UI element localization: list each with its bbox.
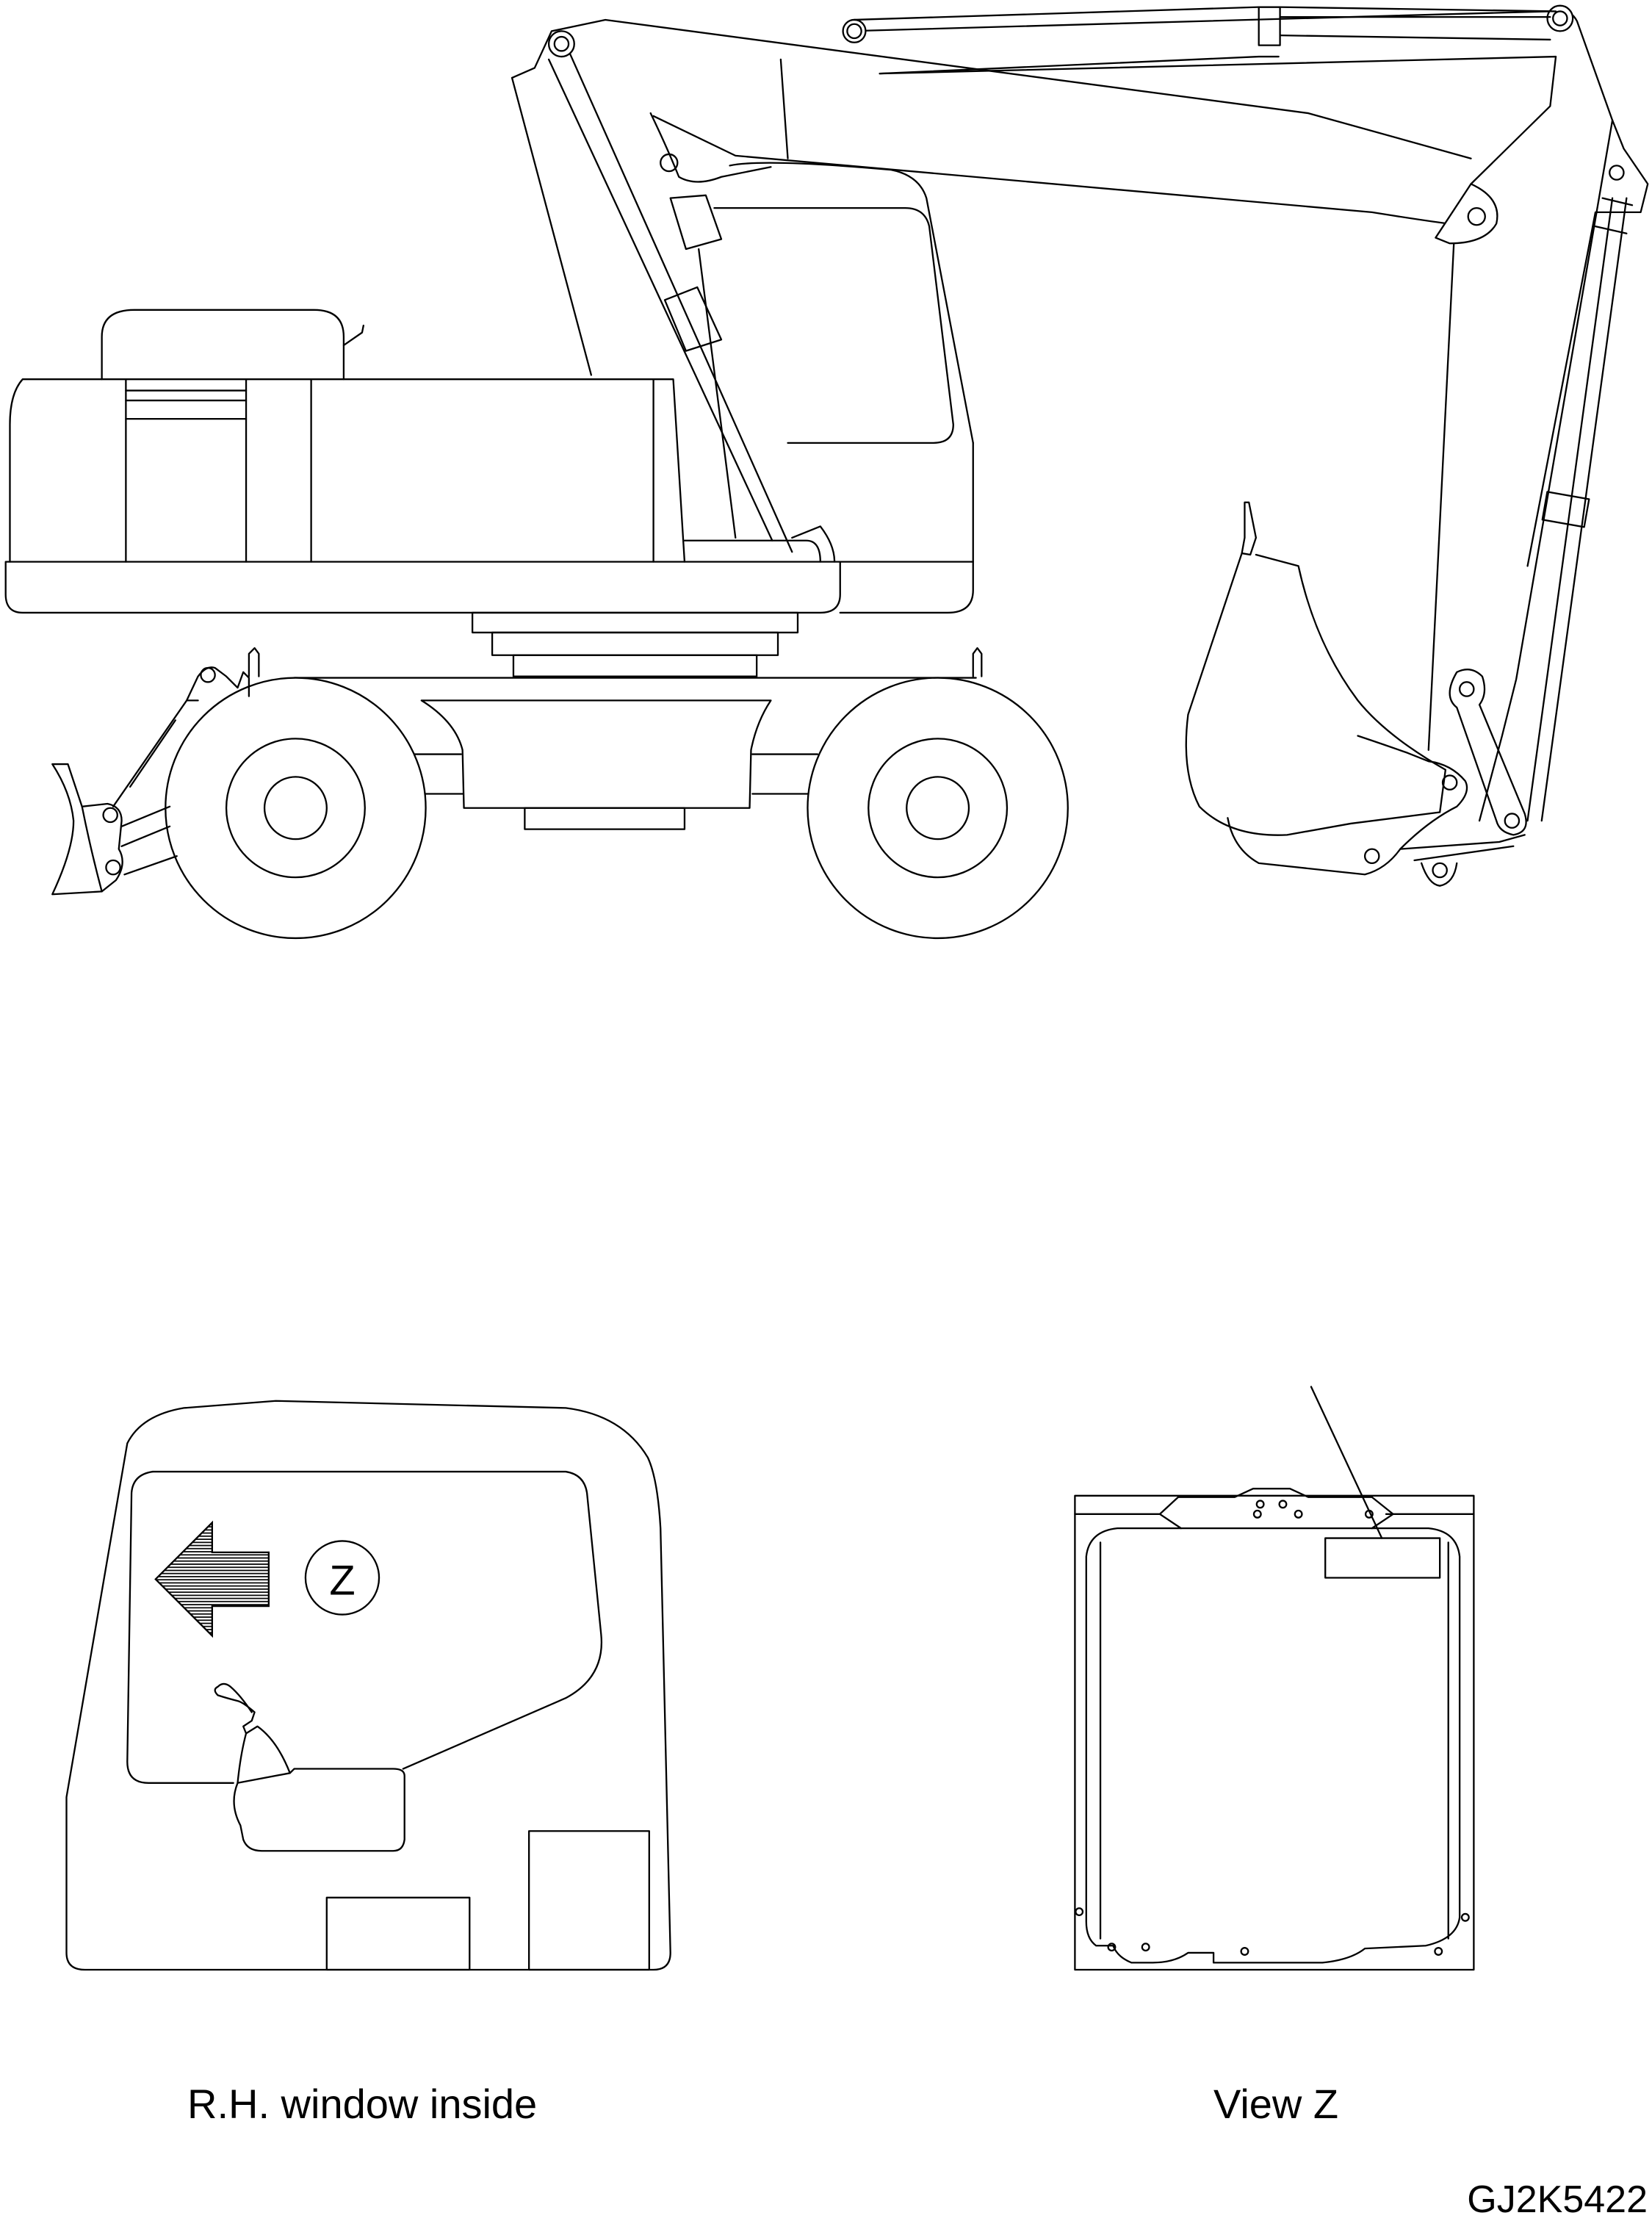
body-side-panel xyxy=(652,378,686,563)
exhaust-pipe xyxy=(342,324,365,347)
front-fender-post xyxy=(972,647,983,677)
dozer-blade xyxy=(51,666,250,896)
view-z-marker xyxy=(304,1540,380,1616)
window-glass-outline xyxy=(1085,1527,1461,1964)
rear-body xyxy=(9,378,654,563)
caption-view-z: View Z xyxy=(1213,2081,1339,2127)
bucket-linkage xyxy=(1449,669,1527,836)
bucket xyxy=(1185,501,1526,887)
front-wheel xyxy=(807,677,1069,940)
lower-panel-box xyxy=(325,1896,471,1971)
boom-cylinder xyxy=(547,53,836,563)
arm-cylinder xyxy=(853,6,1557,75)
axle-housing xyxy=(420,699,772,809)
window-inside-view: Z xyxy=(65,1400,671,1971)
figure-id: GJ2K5422 xyxy=(1467,2178,1648,2221)
leader-line xyxy=(1310,1386,1383,1539)
rear-fender-post xyxy=(248,647,260,677)
label-plate xyxy=(1324,1537,1441,1579)
cab-window xyxy=(713,206,954,444)
engine-hood xyxy=(101,309,345,381)
control-console xyxy=(233,1725,405,1852)
axle-bottom xyxy=(524,807,686,830)
machine-side-view xyxy=(4,4,1649,940)
caption-window-inside: R.H. window inside xyxy=(187,2081,538,2127)
swing-bearing xyxy=(471,611,799,634)
window-outer-frame xyxy=(1074,1494,1475,1971)
boom xyxy=(511,18,1472,376)
bucket-tooth xyxy=(1241,501,1258,556)
control-lever xyxy=(214,1682,256,1735)
right-panel-box xyxy=(527,1830,650,1971)
view-z-letter: Z xyxy=(329,1558,355,1605)
rear-wheel xyxy=(165,677,427,940)
cab-side-frame xyxy=(65,1400,671,1971)
window-frame xyxy=(151,1470,603,1770)
bucket-cylinder xyxy=(1526,197,1634,822)
cab-outline xyxy=(729,162,974,444)
arm xyxy=(842,4,1649,822)
view-z-panel xyxy=(1074,1386,1475,1971)
upper-deck xyxy=(4,561,841,614)
arrow-left-icon xyxy=(154,1520,270,1638)
